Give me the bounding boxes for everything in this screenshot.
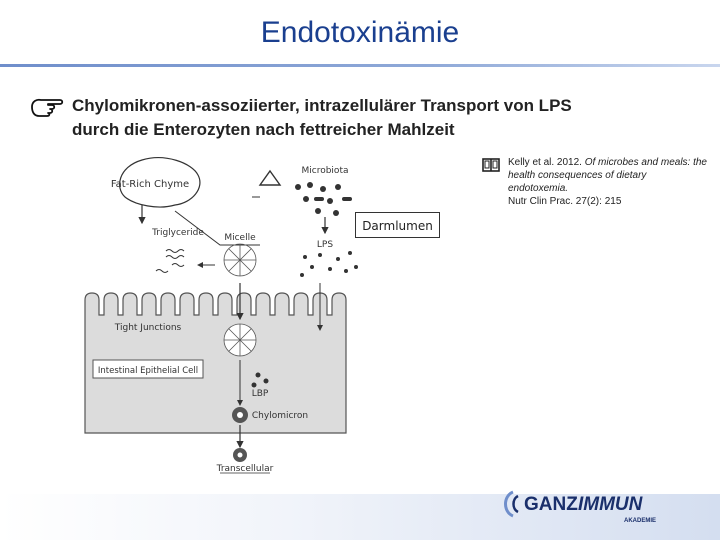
reference-text: Kelly et al. 2012. Of microbes and meals… — [508, 156, 708, 208]
lps-dots — [300, 251, 358, 277]
micelle-shape — [223, 243, 257, 277]
micelle-in-cell — [223, 323, 257, 357]
darmlumen-label: Darmlumen — [355, 212, 440, 238]
epithelial-cell-outline — [84, 292, 347, 434]
book-icon — [482, 158, 500, 172]
lps-label: LPS — [317, 240, 333, 250]
fat-rich-chyme-label: Fat-Rich Chyme — [111, 179, 189, 190]
pointing-hand-icon — [31, 98, 64, 117]
fat-rich-chyme-shape — [119, 157, 201, 208]
intestinal-epithelial-cell-box — [92, 359, 204, 379]
headline-line-1: Chylomikronen-assoziierter, intrazellulä… — [72, 96, 572, 115]
bacteria-cluster — [295, 182, 352, 216]
transcellular-label: Transcellular — [216, 464, 274, 474]
microbiota-label: Microbiota — [302, 166, 349, 176]
ganzimmun-logo: GANZ IMMUN AKADEMIE — [504, 490, 656, 524]
svg-text:AKADEMIE: AKADEMIE — [624, 518, 656, 524]
slide-title: Endotoxinämie — [260, 16, 460, 49]
headline: Chylomikronen-assoziierter, intrazellulä… — [72, 94, 692, 142]
tight-junctions-label: Tight Junctions — [114, 323, 182, 333]
chylomicron-shape — [232, 407, 248, 423]
headline-line-2: durch die Enterozyten nach fettreicher M… — [72, 120, 455, 139]
lbp-dots — [251, 372, 269, 388]
triangle-icon — [258, 169, 282, 186]
chylomicron-outside — [233, 448, 247, 462]
footer-band — [0, 494, 720, 540]
svg-text:GANZ: GANZ — [524, 494, 578, 515]
svg-text:IMMUN: IMMUN — [578, 494, 644, 515]
lps-transport-diagram: Fat-Rich Chyme Microbiota Triglyceride M… — [84, 157, 358, 474]
intestinal-epithelial-cell-label: Intestinal Epithelial Cell — [98, 366, 198, 376]
triglyceride-label: Triglyceride — [151, 228, 204, 238]
title-divider — [0, 64, 720, 67]
triglyceride-squiggles — [155, 249, 185, 273]
reference-authors: Kelly et al. 2012. — [508, 157, 582, 168]
reference-title: Of microbes and meals: the health conseq… — [508, 157, 707, 194]
reference-journal: Nutr Clin Prac. 27(2): 215 — [508, 196, 622, 207]
micelle-label: Micelle — [224, 233, 256, 243]
chylomicron-label: Chylomicron — [252, 411, 308, 421]
lbp-label: LBP — [252, 389, 269, 399]
